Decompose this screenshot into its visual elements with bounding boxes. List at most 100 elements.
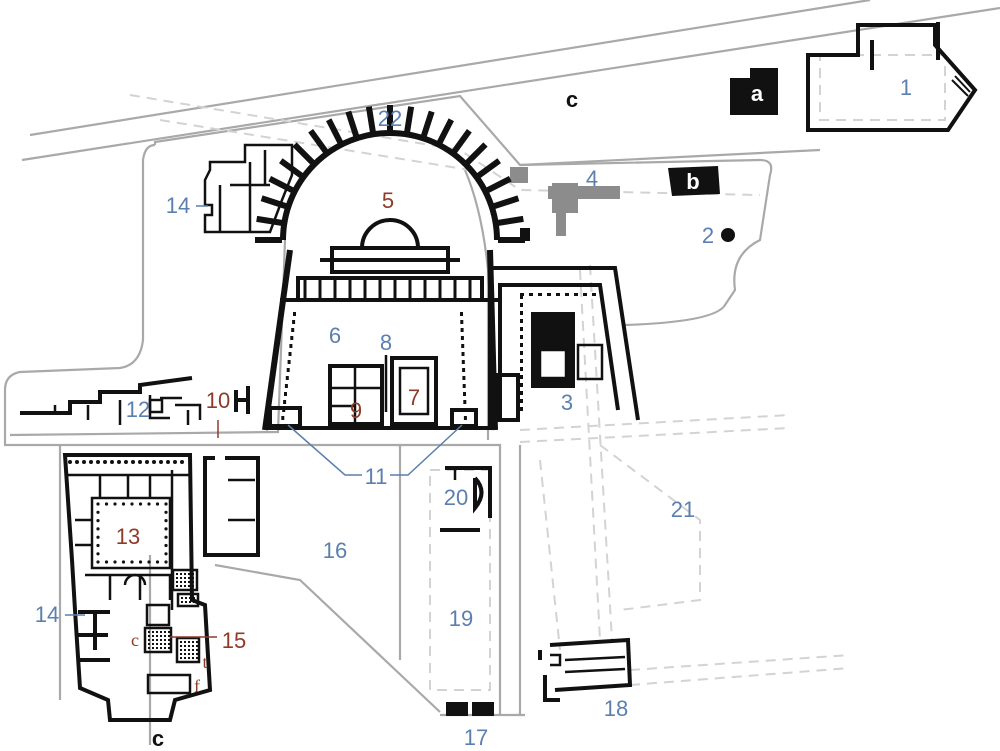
hypocaust-pila [156, 647, 158, 649]
hypocaust-pila [184, 589, 186, 591]
hypocaust-pila [193, 605, 195, 607]
b13-dot [103, 460, 107, 464]
label-frigidarium: f [194, 676, 200, 696]
dashed-line-6 [589, 264, 613, 641]
dashed-line-7 [629, 654, 851, 671]
hypocaust-pila [192, 649, 194, 651]
hypocaust-pila [188, 581, 190, 583]
theatre-cavea-outer [280, 130, 500, 241]
column-b3-left [520, 391, 523, 395]
b13-dot [117, 460, 121, 464]
hypocaust-pila [164, 647, 166, 649]
column-left [288, 352, 292, 356]
column-left [285, 376, 289, 380]
leader-11-left [287, 424, 362, 476]
hypocaust-pila [184, 641, 186, 643]
label-a: a [751, 81, 764, 106]
radial-wall [464, 142, 488, 166]
roads [3, 0, 1000, 745]
dashed-line-2 [159, 119, 471, 171]
hypocaust-pila [152, 635, 154, 637]
hypocaust-pila [188, 573, 190, 575]
label-4: 4 [586, 166, 598, 191]
hypocaust-pila [189, 601, 191, 603]
column-right [462, 368, 466, 372]
b13-dot [124, 460, 128, 464]
column-b3-left [520, 407, 523, 411]
building-13-peristyle [90, 496, 172, 570]
hypocaust-pila [176, 581, 178, 583]
dashed-traces [129, 54, 946, 691]
column-left [292, 320, 296, 324]
column-b3-left [520, 383, 523, 387]
hypocaust-pila [184, 653, 186, 655]
hypocaust-pila [196, 653, 198, 655]
label-19: 19 [449, 606, 473, 631]
theatre-complex [255, 105, 525, 431]
hypocaust-pila [184, 581, 186, 583]
label-caldarium: c [131, 630, 139, 650]
label-5: 5 [382, 188, 394, 213]
building-9 [328, 364, 384, 426]
label-14-north: 14 [166, 193, 190, 218]
peristyle-dot [155, 502, 160, 506]
building-3 [488, 266, 640, 430]
radial-wall [496, 215, 524, 227]
column-b3-top [592, 293, 596, 296]
column-b3-top [565, 293, 569, 296]
hypocaust-pila [148, 639, 150, 641]
hypocaust-pila [192, 653, 194, 655]
column-b3-top [538, 293, 542, 296]
radial-wall [451, 129, 472, 155]
dashed-line-10 [539, 459, 561, 651]
label-21: 21 [671, 497, 695, 522]
label-8: 8 [380, 330, 392, 355]
peristyle-dot [164, 552, 168, 556]
radial-wall [260, 195, 289, 210]
hypocaust-pila [152, 651, 154, 653]
hypocaust-pila [192, 577, 194, 579]
peristyle-dot [130, 560, 134, 564]
dashed-line-3 [519, 414, 791, 431]
radial-wall [436, 118, 454, 146]
label-11: 11 [365, 464, 388, 489]
hypocaust-pila [189, 597, 191, 599]
building-1-stairs [951, 71, 973, 97]
peristyle-dot [96, 510, 100, 514]
building-1 [806, 22, 978, 132]
hypocaust-pila [176, 573, 178, 575]
peristyle-dot [164, 535, 168, 539]
theatre-orchestra [359, 218, 421, 250]
peristyle-dot [96, 502, 100, 506]
building-14-north [203, 143, 294, 234]
hypocaust-pila [152, 647, 154, 649]
building-13-top-dots [68, 460, 184, 464]
dashed-line-5 [579, 269, 601, 641]
peristyle-dot [104, 502, 109, 506]
peristyle-dot [104, 560, 109, 564]
column-right [463, 400, 467, 404]
peristyle-dot [138, 560, 143, 564]
b13-dot [166, 460, 170, 464]
building-3-inner [498, 283, 620, 420]
road-east-inner [463, 169, 490, 440]
column-b3-left [520, 303, 523, 307]
hypocaust-pila [168, 651, 170, 653]
hypocaust-pila [148, 635, 150, 637]
radial-wall [403, 106, 415, 134]
peristyle-dot [130, 502, 134, 506]
hypocaust-pila [168, 635, 170, 637]
column-right [460, 312, 463, 316]
hypocaust-pila [184, 657, 186, 659]
peristyle-dot [96, 552, 100, 556]
structure-10 [234, 386, 250, 414]
label-7: 7 [408, 385, 420, 410]
hypocaust-pila [185, 601, 187, 603]
radial-wall [365, 106, 377, 134]
road-inner-loop-top [153, 94, 821, 167]
hypocaust-pila [196, 585, 198, 587]
column-b3-left [520, 367, 523, 371]
leader-lines [65, 205, 463, 638]
b13-dot [173, 460, 177, 464]
